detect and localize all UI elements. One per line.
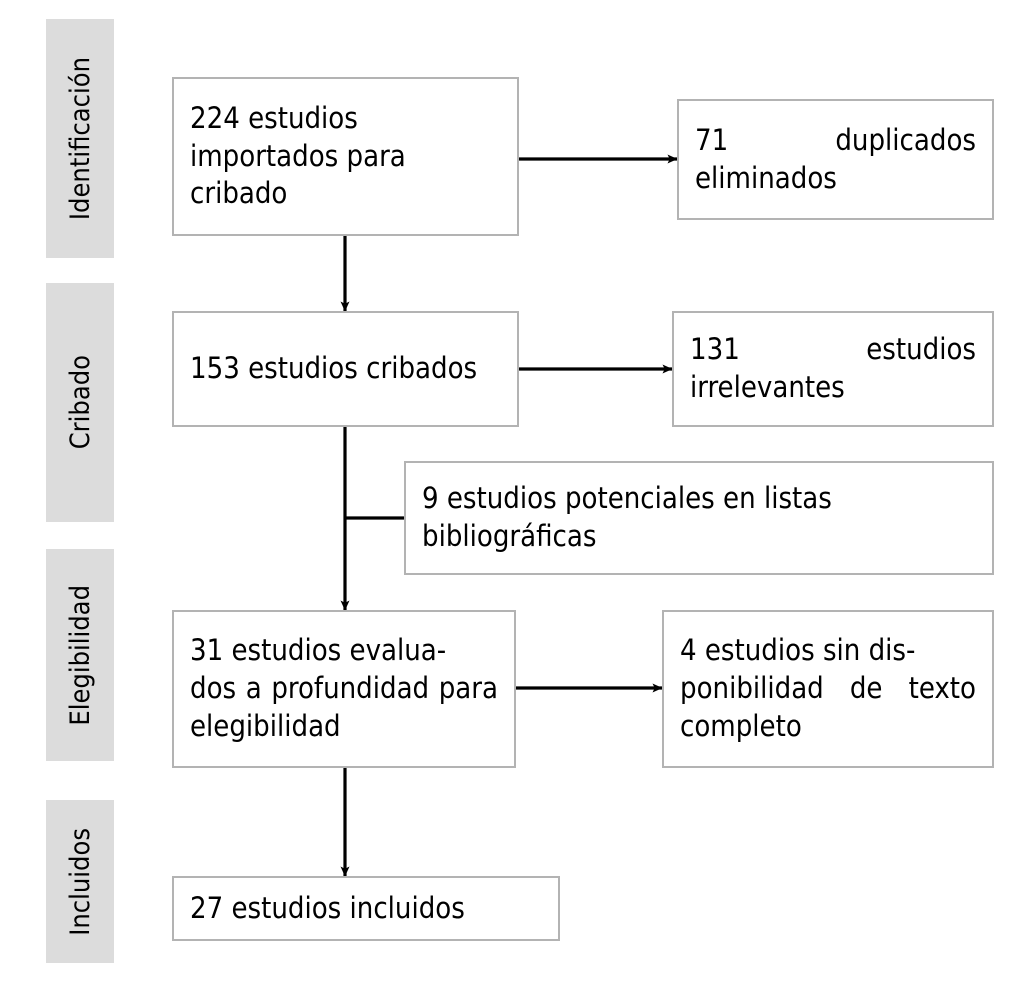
box-bibliographic-lists-text: 9 estudios potenciales en listas bibliog… bbox=[422, 481, 832, 553]
stage-band-cribado: Cribado bbox=[46, 283, 114, 522]
box-imported-studies: 224 estudios importados para cribado bbox=[172, 77, 519, 236]
stage-label-elegibilidad: Elegibilidad bbox=[64, 584, 96, 726]
box-irrelevant-studies: 131 estudios irrelevantes bbox=[672, 311, 994, 427]
box-imported-studies-text: 224 estudios importados para cribado bbox=[190, 100, 406, 211]
box-no-full-text-text: 4 estudios sin dis- ponibilidad de texto… bbox=[680, 633, 976, 743]
box-no-full-text: 4 estudios sin dis- ponibilidad de texto… bbox=[662, 610, 994, 768]
box-screened-studies-text: 153 estudios cribados bbox=[190, 351, 478, 386]
stage-label-identificacion: Identificación bbox=[64, 56, 96, 221]
box-included-studies-text: 27 estudios incluidos bbox=[190, 890, 465, 925]
box-bibliographic-lists: 9 estudios potenciales en listas bibliog… bbox=[404, 461, 994, 575]
box-irrelevant-studies-text: 131 estudios irrelevantes bbox=[690, 332, 976, 404]
box-duplicates-removed: 71 duplicados eliminados bbox=[677, 99, 994, 220]
stage-label-incluidos: Incluidos bbox=[64, 827, 96, 936]
box-assessed-eligibility-text: 31 estudios evalua- dos a profundidad pa… bbox=[190, 633, 498, 743]
stage-label-cribado: Cribado bbox=[64, 355, 96, 450]
box-included-studies: 27 estudios incluidos bbox=[172, 876, 560, 941]
stage-band-elegibilidad: Elegibilidad bbox=[46, 549, 114, 761]
box-screened-studies: 153 estudios cribados bbox=[172, 311, 519, 427]
box-duplicates-removed-text: 71 duplicados eliminados bbox=[695, 122, 976, 195]
stage-band-identificacion: Identificación bbox=[46, 19, 114, 258]
box-assessed-eligibility: 31 estudios evalua- dos a profundidad pa… bbox=[172, 610, 516, 768]
stage-band-incluidos: Incluidos bbox=[46, 800, 114, 963]
